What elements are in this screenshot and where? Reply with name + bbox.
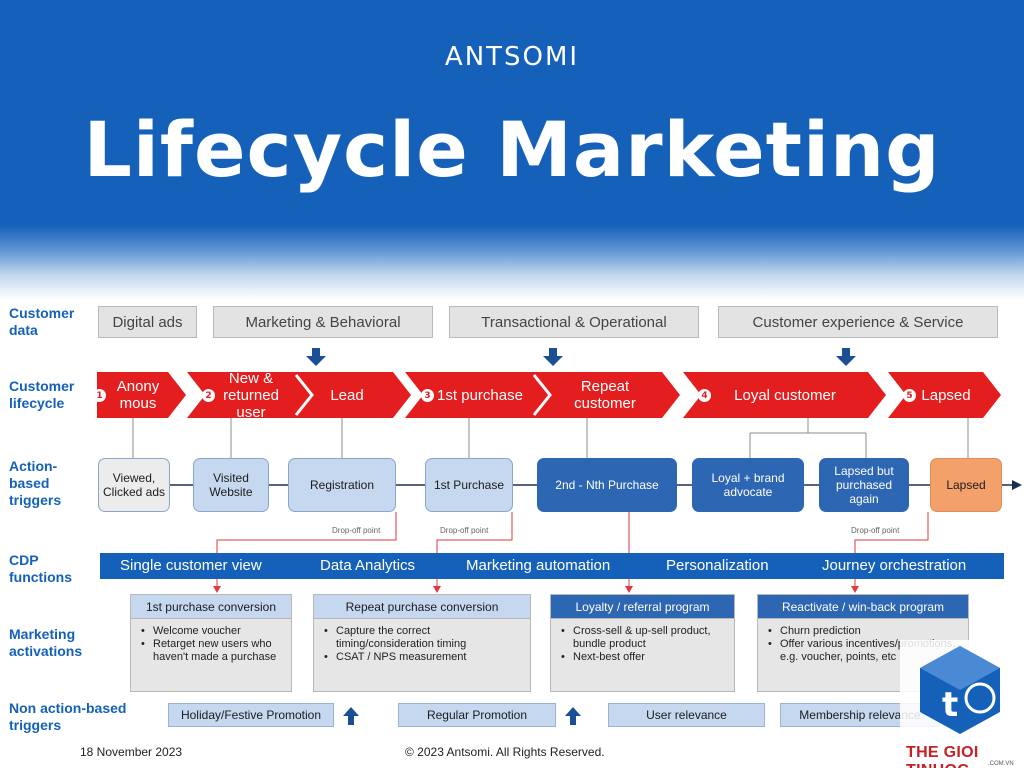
dropoff-label: Drop-off point [440, 526, 489, 535]
activation-title: Reactivate / win-back program [758, 595, 968, 619]
row-label-non-action-triggers: Non action-based triggers [9, 700, 127, 733]
watermark-sub: .COM.VN [988, 761, 1014, 767]
row-label-customer-data: Customer data [9, 305, 75, 338]
customer-data-experience-service: Customer experience & Service [718, 306, 998, 338]
activation-title: Loyalty / referral program [551, 595, 734, 619]
arrow-up-icon [565, 707, 581, 725]
activation-item: Next-best offer [561, 651, 728, 664]
cdp-marketing-automation: Marketing automation [466, 557, 611, 574]
chevron-divider [532, 374, 552, 416]
cdp-functions-bar: Single customer view Data Analytics Mark… [100, 553, 1004, 579]
stage-lead: Lead [315, 372, 379, 418]
arrow-up-icon [343, 707, 359, 725]
watermark-logo: t THE GIOI TINHOC .COM.VN [900, 640, 1020, 768]
stage-number-badge: 2 [202, 389, 215, 402]
stage-loyal-customer: Loyal customer [715, 372, 855, 418]
page-title: Lifecycle Marketing [83, 105, 941, 194]
customer-data-transactional: Transactional & Operational [449, 306, 699, 338]
customer-data-marketing-behavioral: Marketing & Behavioral [213, 306, 433, 338]
stage-number-badge: 1 [93, 389, 106, 402]
arrow-down-icon [543, 348, 563, 366]
non-action-regular-promotion: Regular Promotion [398, 703, 556, 727]
trigger-viewed-clicked-ads: Viewed, Clicked ads [98, 458, 170, 512]
row-label-cdp-functions: CDP functions [9, 552, 72, 585]
stage-number-badge: 4 [698, 389, 711, 402]
cdp-single-customer-view: Single customer view [120, 557, 262, 574]
watermark-text: THE GIOI TINHOC [906, 744, 979, 768]
non-action-holiday-promotion: Holiday/Festive Promotion [168, 703, 334, 727]
cdp-personalization: Personalization [666, 557, 769, 574]
arrow-down-icon [306, 348, 326, 366]
hero-banner [0, 0, 1024, 300]
brand-name: ANTSOMI [444, 42, 580, 72]
trigger-registration: Registration [288, 458, 396, 512]
stage-new-returned-user: New & returned user [216, 370, 286, 421]
svg-text:t: t [942, 685, 958, 725]
arrow-down-icon [836, 348, 856, 366]
row-label-marketing-activations: Marketing activations [9, 626, 83, 659]
activation-item: Cross-sell & up-sell product, bundle pro… [561, 625, 728, 651]
stage-number-badge: 3 [421, 389, 434, 402]
activation-loyalty-referral: Loyalty / referral program Cross-sell & … [550, 594, 735, 692]
stage-repeat-customer: Repeat customer [560, 372, 650, 418]
cdp-journey-orchestration: Journey orchestration [822, 557, 967, 574]
dropoff-label: Drop-off point [851, 526, 900, 535]
trigger-repeat-purchase: 2nd - Nth Purchase [537, 458, 677, 512]
row-label-action-triggers: Action-based triggers [9, 458, 62, 508]
dropoff-label: Drop-off point [332, 526, 381, 535]
footer-date: 18 November 2023 [80, 745, 183, 759]
activation-item: Churn prediction [768, 625, 962, 638]
stage-first-purchase: 1st purchase [435, 372, 525, 418]
stage-number-badge: 5 [903, 389, 916, 402]
trigger-loyal-advocate: Loyal + brand advocate [692, 458, 804, 512]
tgt-logo-icon: t [900, 640, 1020, 740]
stage-anonymous: Anony mous [108, 372, 168, 418]
footer-copyright: © 2023 Antsomi. All Rights Reserved. [405, 745, 605, 759]
chevron-divider [294, 374, 314, 416]
trigger-lapsed: Lapsed [930, 458, 1002, 512]
stage-lapsed: Lapsed [916, 372, 976, 418]
activation-item: Capture the correct timing/consideration… [324, 625, 524, 651]
trigger-lapsed-purchased-again: Lapsed but purchased again [819, 458, 909, 512]
cdp-data-analytics: Data Analytics [320, 557, 416, 574]
activation-title: 1st purchase conversion [131, 595, 291, 619]
activation-repeat-purchase: Repeat purchase conversion Capture the c… [313, 594, 531, 692]
activation-first-purchase: 1st purchase conversion Welcome voucher … [130, 594, 292, 692]
activation-item: Welcome voucher [141, 625, 285, 638]
activation-title: Repeat purchase conversion [314, 595, 530, 619]
activation-item: Retarget new users who haven't made a pu… [141, 638, 285, 664]
non-action-user-relevance: User relevance [608, 703, 765, 727]
trigger-first-purchase: 1st Purchase [425, 458, 513, 512]
brand-logo: ANTSOMI [0, 42, 1024, 72]
activation-item: CSAT / NPS measurement [324, 651, 524, 664]
trigger-visited-website: Visited Website [193, 458, 269, 512]
row-label-customer-lifecycle: Customer lifecycle [9, 378, 75, 411]
customer-data-digital-ads: Digital ads [98, 306, 197, 338]
